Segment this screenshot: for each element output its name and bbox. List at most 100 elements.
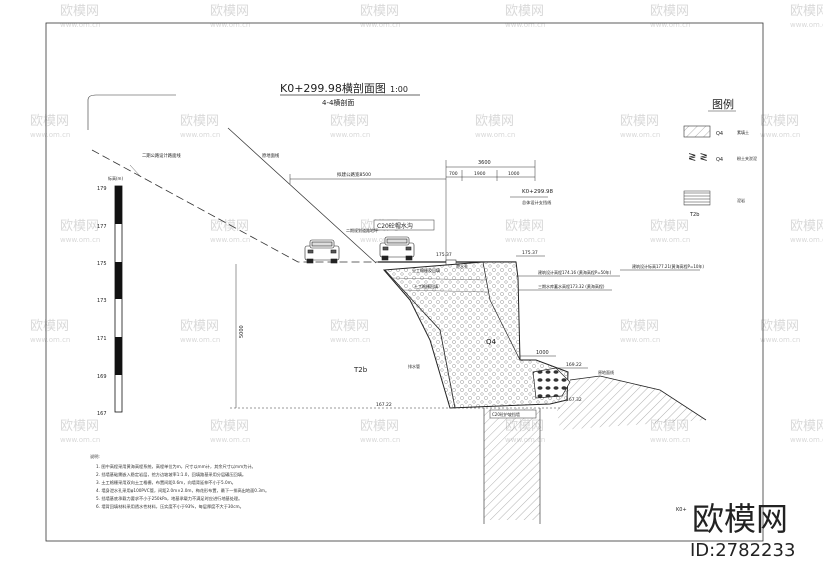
notes-heading: 说明: xyxy=(90,453,100,460)
section-title: K0+299.98横剖面图 xyxy=(280,81,386,95)
watermark-brand-tile: 欧模网 xyxy=(620,114,659,129)
watermark-brand-tile: 欧模网 xyxy=(760,319,799,334)
base-elev: 167.22 xyxy=(376,402,392,408)
watermark-site-tile: www.om.cn xyxy=(210,436,250,444)
scale-tick: 173 xyxy=(97,298,107,304)
road-line-leader xyxy=(129,164,141,177)
toe-dim: 1000 xyxy=(536,350,549,356)
watermark-brand-tile: 欧模网 xyxy=(790,419,823,434)
watermark-brand-tile: 欧模网 xyxy=(360,419,399,434)
legend-code-1: Q4 xyxy=(716,131,723,137)
scale-tick: 167 xyxy=(97,411,107,417)
note-line: 1. 图中高程采用黄海高程系统，高程单位为m，尺寸以mm计，其余尺寸以mm为计。 xyxy=(96,463,256,470)
watermark-brand-tile: 欧模网 xyxy=(30,114,69,129)
watermark-site-tile: www.om.cn xyxy=(210,236,250,244)
scale-bar-blocks xyxy=(115,186,122,375)
watermark-brand-tile: 欧模网 xyxy=(210,219,249,234)
legend-swatch-rock xyxy=(683,190,711,206)
watermark-site-tile: www.om.cn xyxy=(650,436,690,444)
watermark-site-tile: www.om.cn xyxy=(650,21,690,29)
watermark-site-tile: www.om.cn xyxy=(330,131,370,139)
watermark-site-tile: www.om.cn xyxy=(360,236,400,244)
watermark-site-tile: www.om.cn xyxy=(180,336,220,344)
section-subtitle: 4-4横剖面 xyxy=(322,98,354,107)
note-line: 4. 墙身泄水孔采用φ100PVC管，间距2.0m×2.0m，梅花形布置，最下一… xyxy=(96,487,269,494)
right-ground-line xyxy=(569,375,707,421)
original-ground-label: 原地面线 xyxy=(262,152,280,159)
wall-inner-line xyxy=(482,261,521,361)
car-icon xyxy=(304,239,340,264)
notes-block: 说明: 1. 图中高程采用黄海高程系统，高程单位为m，尺寸以mm计，其余尺寸以m… xyxy=(90,453,269,510)
c20-label-box xyxy=(373,219,435,231)
dim-total: 3600 xyxy=(478,160,491,166)
elev-top-left: 175.37 xyxy=(436,252,452,258)
note-line: 3. 土工格栅采用双向土工格栅，布置间距0.6m，向墙背延伸不小于5.0m。 xyxy=(96,479,236,486)
road-line-label: 二期公路设计路面线 xyxy=(142,152,181,159)
scale-tick: 169 xyxy=(97,374,107,380)
watermark-brand-tile: 欧模网 xyxy=(650,219,689,234)
watermark-site-tile: www.om.cn xyxy=(360,436,400,444)
elev-top-right: 175.37 xyxy=(522,250,538,256)
watermark-site-tile: www.om.cn xyxy=(790,21,823,29)
watermark-brand-tile: 欧模网 xyxy=(505,4,544,19)
watermark-brand-tile: 欧模网 xyxy=(60,419,99,434)
c20-cap-label: 泄水孔 xyxy=(456,263,468,269)
watermark-brand-tile: 欧模网 xyxy=(60,219,99,234)
station-label: K0+299.98 xyxy=(522,189,553,195)
scale-ticks: 179 177 175 173 171 169 167 xyxy=(97,186,107,417)
scale-tick: 179 xyxy=(97,186,107,192)
watermark-brand-tile: 欧模网 xyxy=(180,319,219,334)
watermark-site-tile: www.om.cn xyxy=(760,131,800,139)
watermark-site-tile: www.om.cn xyxy=(475,131,515,139)
legend-desc-3: 泥岩 xyxy=(737,197,745,203)
watermark-layer: 欧模网 www.om.cn 欧模网 www.om.cn 欧模网 www.om.cn 欧模网 w… xyxy=(30,4,823,444)
planned-road-label: 二期规划道路地坪 xyxy=(346,227,378,233)
vert-dim: 5000 xyxy=(239,325,245,338)
car-icon xyxy=(379,236,415,261)
scale-tick: 175 xyxy=(97,261,107,267)
right-ground-hatch xyxy=(556,376,706,430)
legend-title: 图例 xyxy=(712,97,734,111)
watermark-site-tile: www.om.cn xyxy=(760,336,800,344)
watermark-site-tile: www.om.cn xyxy=(30,131,70,139)
soil-t2b-label: T2b xyxy=(353,366,368,374)
dim-a: 700 xyxy=(449,171,458,177)
note-line: 6. 墙背回填材料采用透水性材料，压实度不小于93%，每层厚度不大于30cm。 xyxy=(96,503,244,510)
watermark-site-tile: www.om.cn xyxy=(180,131,220,139)
station-sub: 总体设计支挡线 xyxy=(522,199,552,206)
watermark-brand-tile: 欧模网 xyxy=(760,114,799,129)
road-design-line xyxy=(91,149,380,263)
c20-top-label: C20砼帽水沟 xyxy=(377,222,413,230)
watermark-brand-tile: 欧模网 xyxy=(210,4,249,19)
watermark-brand-tile: 欧模网 xyxy=(330,319,369,334)
toe-elev: 169.22 xyxy=(566,362,582,368)
watermark-site-tile: www.om.cn xyxy=(60,236,100,244)
dim-b: 1900 xyxy=(474,171,486,177)
wall-back-line xyxy=(384,269,456,409)
design-label-a: 建筑设计高程174.16 (黄海高程P=50年) xyxy=(538,269,612,275)
legend-desc-1: 素填土 xyxy=(737,129,749,135)
c20-bottom-label: C20砼护坡挡墙 xyxy=(492,411,520,417)
scale-tick: 171 xyxy=(97,336,107,342)
watermark-site-tile: www.om.cn xyxy=(505,21,545,29)
watermark-brand-tile: 欧模网 xyxy=(180,114,219,129)
c20-bottom-box xyxy=(489,409,537,419)
watermark-brand-tile: 欧模网 xyxy=(790,4,823,19)
drain-left-label: 排水管 xyxy=(408,363,420,369)
watermark-site-tile: www.om.cn xyxy=(620,131,660,139)
watermark-site-tile: www.om.cn xyxy=(790,236,823,244)
embed-section xyxy=(484,408,540,520)
watermark-site-tile: www.om.cn xyxy=(360,21,400,29)
watermark-brand-tile: 欧模网 xyxy=(790,219,823,234)
drawing-frame xyxy=(45,22,764,542)
bottom-station: K0+ xyxy=(676,507,687,513)
original-right-label: 原地面线 xyxy=(598,369,614,375)
watermark-site-tile: www.om.cn xyxy=(790,436,823,444)
watermark-site-tile: www.om.cn xyxy=(210,21,250,29)
backfill-lines xyxy=(391,277,489,293)
watermark-site-tile: www.om.cn xyxy=(30,336,70,344)
watermark-brand-tile: 欧模网 xyxy=(650,4,689,19)
brand-watermark: 欧模网 xyxy=(692,500,788,538)
